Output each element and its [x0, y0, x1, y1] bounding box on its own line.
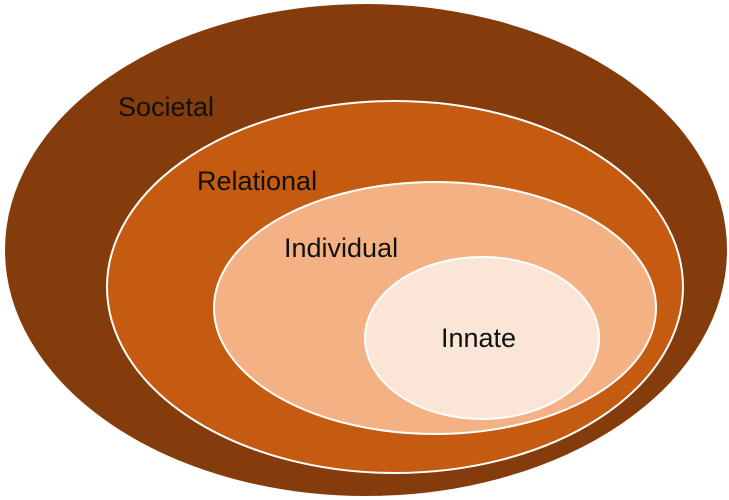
innate-ellipse: [364, 256, 600, 420]
relational-label: Relational: [197, 166, 317, 196]
innate-label: Innate: [441, 323, 516, 353]
societal-label: Societal: [118, 92, 214, 122]
individual-label: Individual: [284, 233, 398, 263]
